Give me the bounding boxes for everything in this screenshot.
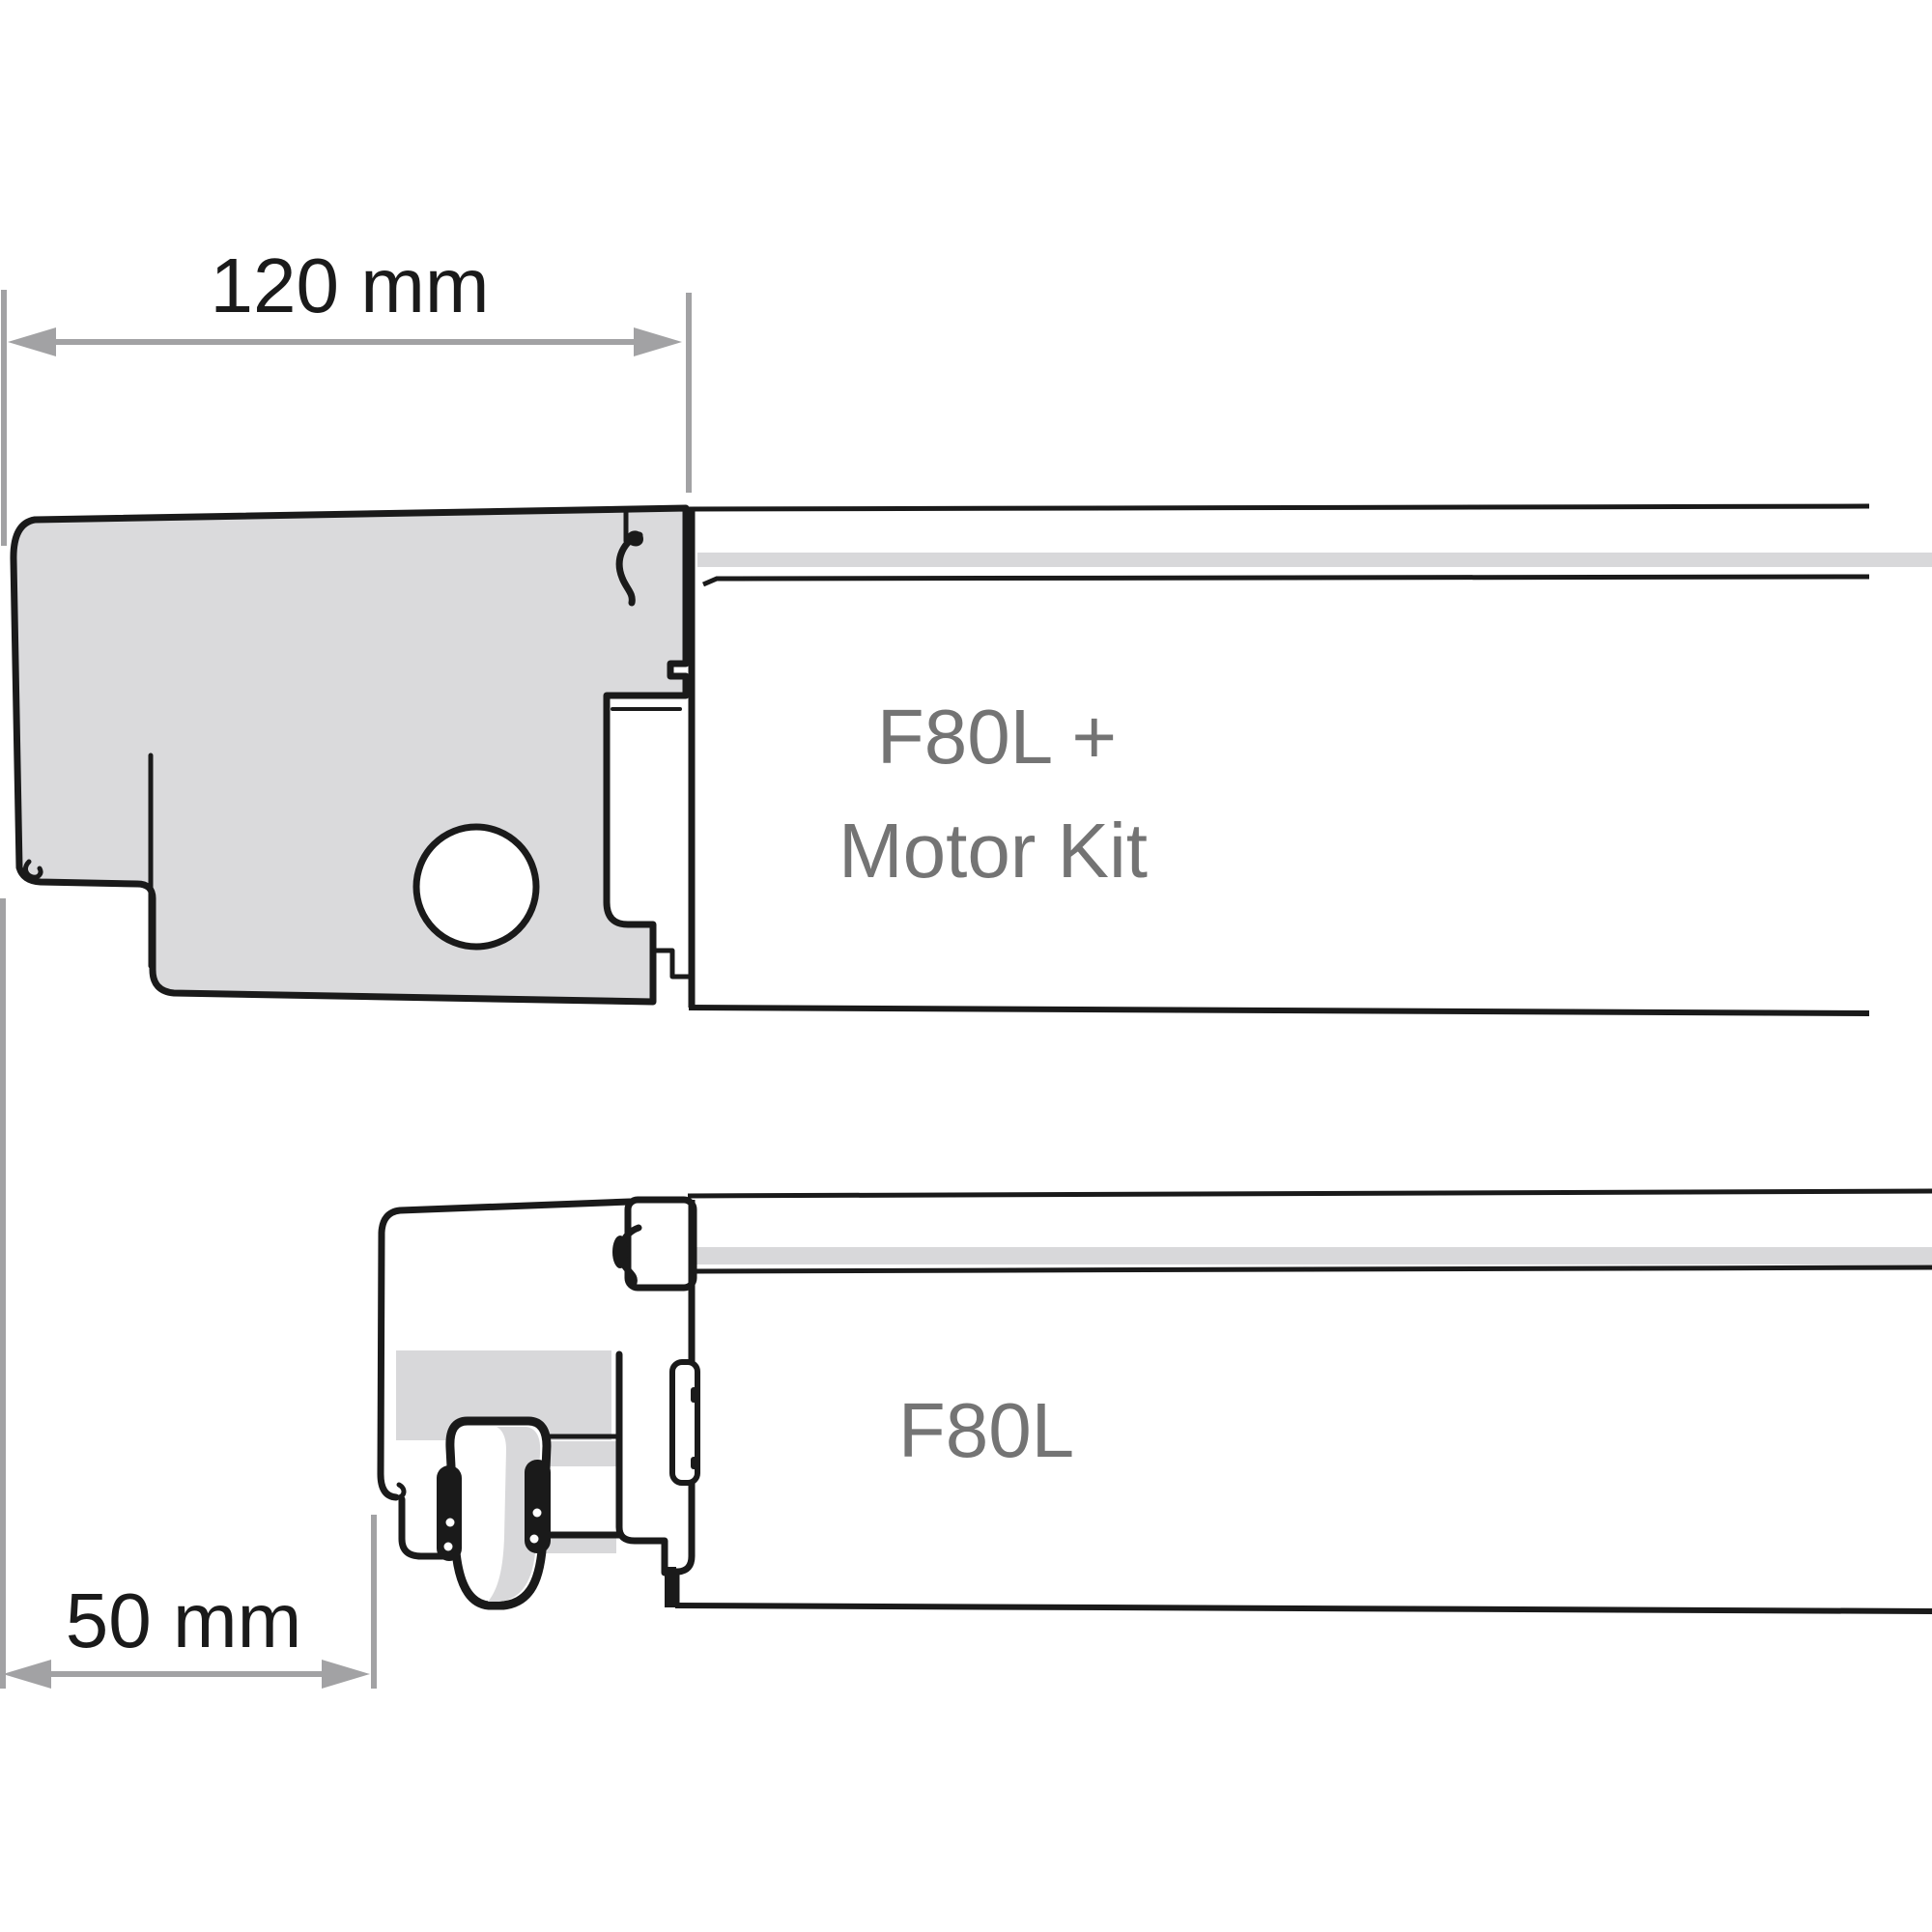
motor-housing-profile	[10, 504, 690, 1006]
dimension-50mm-value: 50 mm	[66, 1577, 302, 1663]
cassette-bottom-edge	[688, 1005, 1870, 1016]
cassette-top-stripe	[697, 553, 1932, 567]
left-clip-hook-icon	[23, 859, 43, 880]
drawing-f80l-motor-kit: F80L + Motor Kit	[10, 503, 1932, 1016]
housing-shade-band-upper	[544, 1441, 616, 1466]
housing2-hook-icon	[393, 1482, 407, 1500]
pad-dot	[443, 1542, 453, 1551]
cassette2-end-edge	[667, 1200, 696, 1576]
top-clip-knob-icon	[626, 530, 643, 547]
cassette-inner-line	[702, 574, 1870, 587]
cassette2-inner-line	[692, 1264, 1932, 1274]
housing2-left-outline	[377, 1198, 634, 1501]
drawing1-label-line2: Motor Kit	[838, 808, 1148, 894]
pad-dot	[445, 1518, 455, 1527]
cassette2-top-edge	[687, 1188, 1932, 1199]
bottom-notch	[665, 1567, 676, 1607]
screw-hook-icon	[617, 1224, 642, 1287]
right-arrowhead-icon	[322, 1660, 370, 1689]
top-clip-hook-icon	[615, 531, 643, 607]
cassette-top-edge	[687, 503, 1870, 512]
left-arrowhead-icon	[3, 1660, 51, 1689]
right-arrowhead-icon	[634, 327, 682, 356]
pad-dot	[529, 1534, 539, 1544]
housing2-right-outline	[615, 1350, 680, 1607]
edge-nub-lower	[691, 1457, 698, 1469]
dimension-120mm-value: 120 mm	[211, 242, 490, 328]
drawing1-label-line1: F80L +	[877, 694, 1117, 780]
wheel-pad-right	[525, 1460, 551, 1553]
bracket-step	[650, 948, 692, 980]
dimension-50mm: 50 mm	[0, 898, 377, 1689]
housing-shade-band-lower	[544, 1538, 616, 1553]
pad-dot	[532, 1508, 542, 1518]
drawing2-label: F80L	[898, 1387, 1074, 1473]
cassette2-top-stripe	[636, 1247, 1932, 1264]
housing2-bottom-step	[398, 1495, 452, 1560]
dimension-120mm: 120 mm	[1, 242, 692, 546]
wheel-pad-left	[437, 1465, 462, 1561]
end-cap	[624, 1196, 697, 1292]
edge-nub-upper	[691, 1387, 698, 1403]
drawing-f80l: F80L	[377, 1188, 1932, 1614]
cable-hole	[412, 823, 540, 951]
cassette2-bottom-edge	[674, 1603, 1932, 1614]
left-arrowhead-icon	[8, 327, 56, 356]
